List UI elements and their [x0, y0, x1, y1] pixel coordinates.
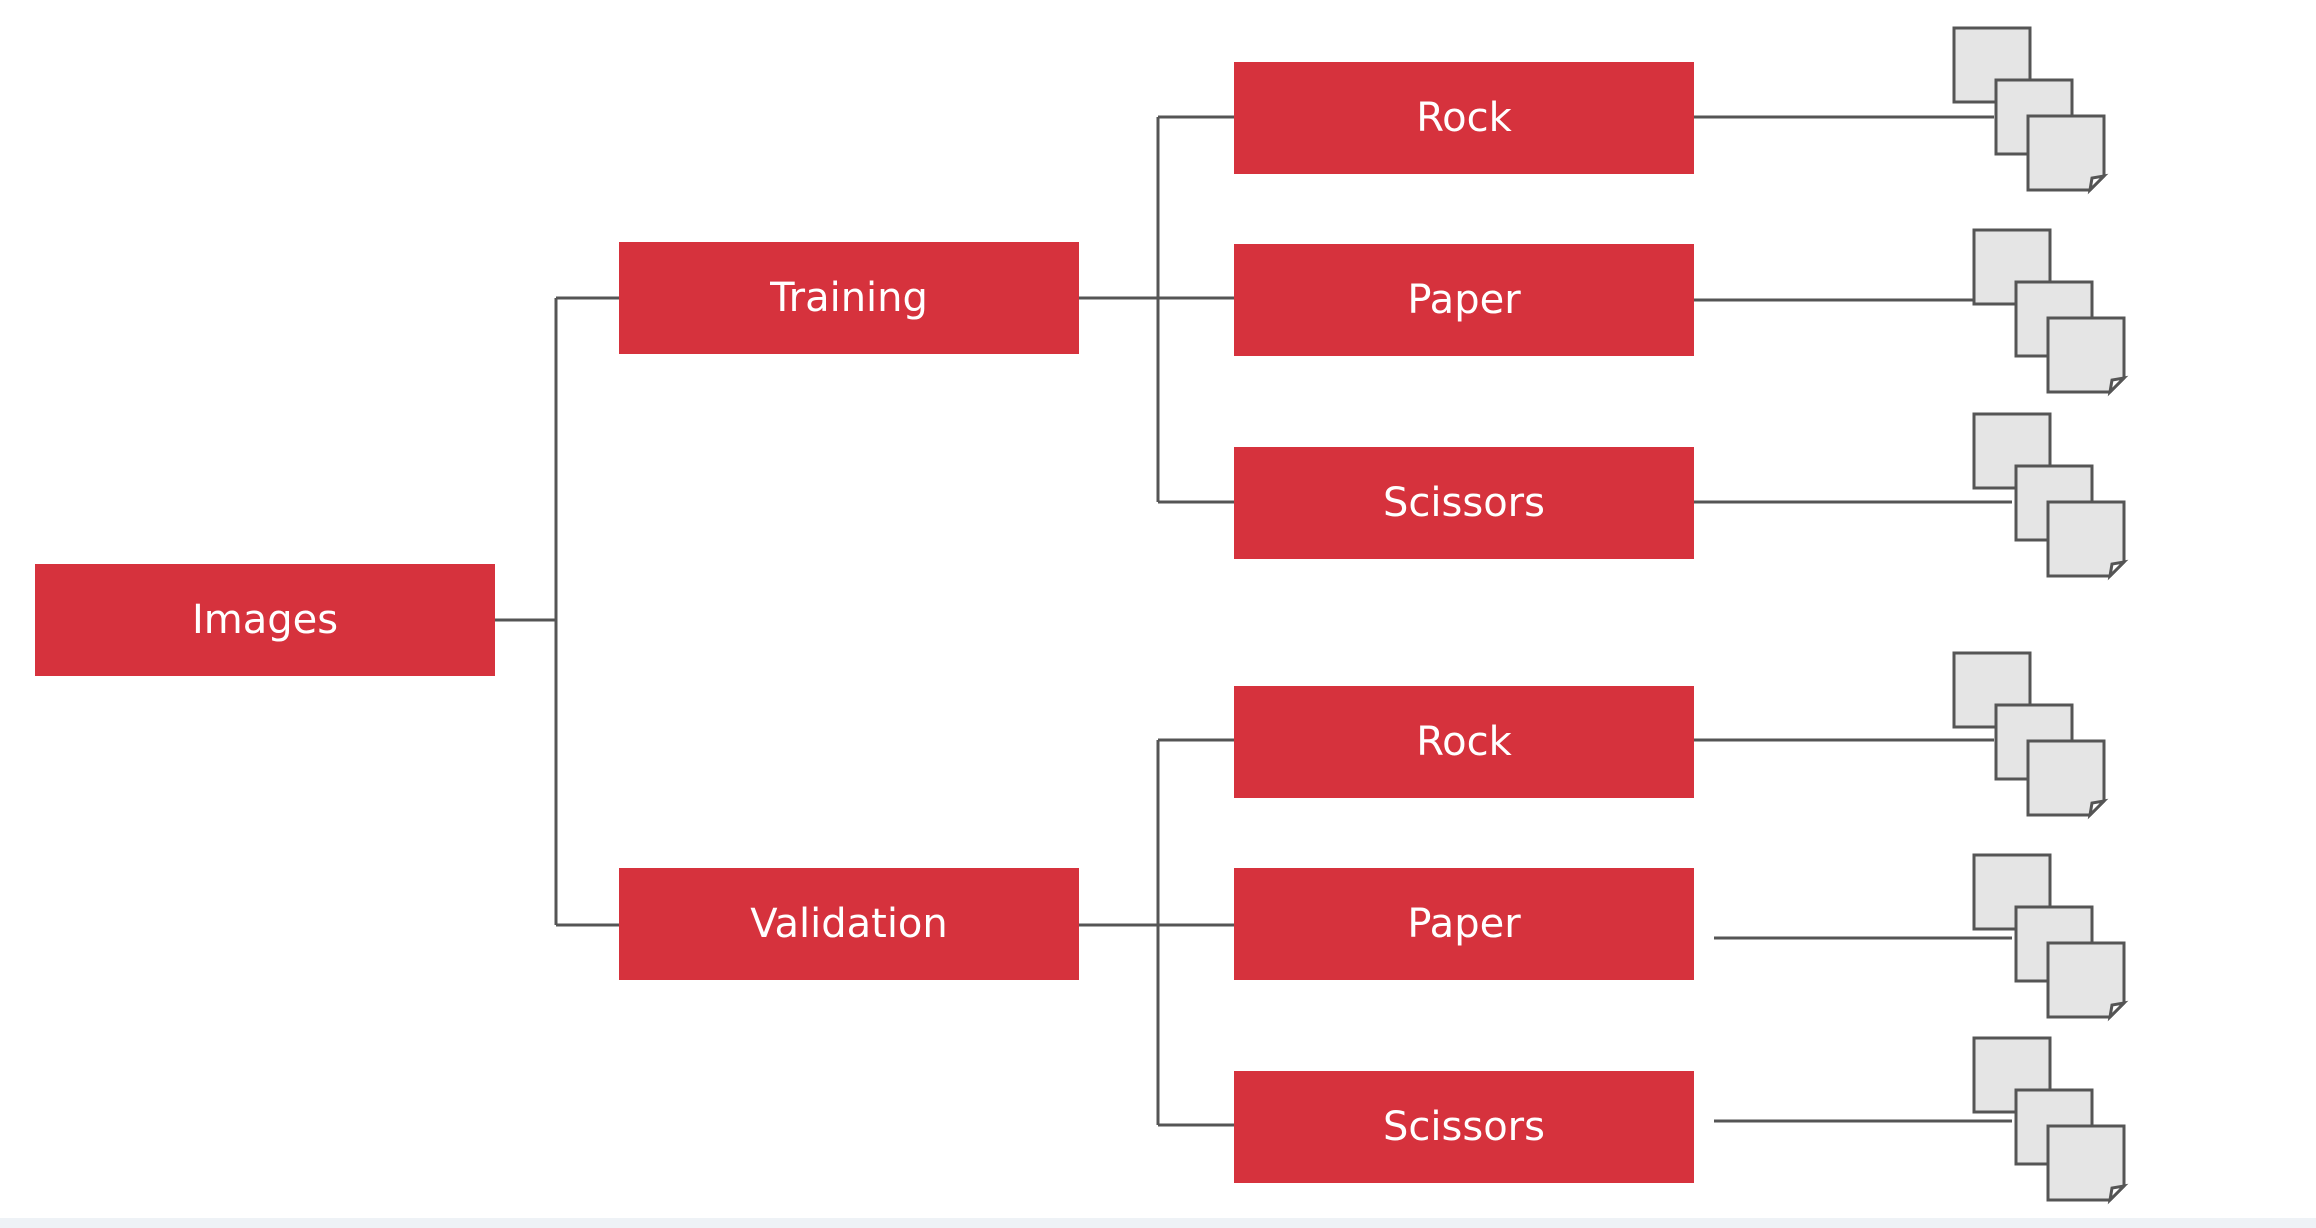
split-node-label: Training	[769, 275, 928, 321]
class-node-training-scissors: Scissors	[1234, 447, 1694, 559]
split-node-training: Training	[619, 242, 1079, 354]
file-page-fold	[2087, 798, 2109, 820]
root-node: Images	[35, 564, 495, 676]
image-files-icon	[1952, 26, 2109, 195]
split-node-label: Validation	[750, 901, 948, 947]
class-node-label: Paper	[1407, 277, 1521, 323]
bottom-strip	[0, 1218, 2316, 1228]
connector-classes-to-files	[1694, 115, 2012, 1123]
connector-validation-to-classes	[1079, 738, 1234, 1127]
file-stacks	[1952, 26, 2129, 1205]
file-page-fold	[2087, 173, 2109, 195]
class-node-label: Scissors	[1383, 1104, 1545, 1150]
file-page-fold	[2107, 1183, 2129, 1205]
image-files-icon	[1972, 412, 2129, 581]
root-node-label: Images	[192, 597, 338, 643]
class-node-label: Rock	[1416, 95, 1512, 141]
connector-images-to-splits	[495, 296, 619, 927]
class-node-label: Paper	[1407, 901, 1521, 947]
file-page-fold	[2107, 559, 2129, 581]
class-node-label: Rock	[1416, 719, 1512, 765]
image-files-icon	[1952, 651, 2109, 820]
image-files-icon	[1972, 1036, 2129, 1205]
class-node-training-paper: Paper	[1234, 244, 1694, 356]
file-page-fold	[2107, 375, 2129, 397]
connectors	[495, 115, 2012, 1127]
class-node-validation-scissors: Scissors	[1234, 1071, 1694, 1183]
image-files-icon	[1972, 228, 2129, 397]
connector-training-to-classes	[1079, 115, 1234, 504]
class-node-validation-rock: Rock	[1234, 686, 1694, 798]
class-node-training-rock: Rock	[1234, 62, 1694, 174]
class-node-validation-paper: Paper	[1234, 868, 1694, 980]
image-files-icon	[1972, 853, 2129, 1022]
split-node-validation: Validation	[619, 868, 1079, 980]
class-node-label: Scissors	[1383, 480, 1545, 526]
file-page-fold	[2107, 1000, 2129, 1022]
